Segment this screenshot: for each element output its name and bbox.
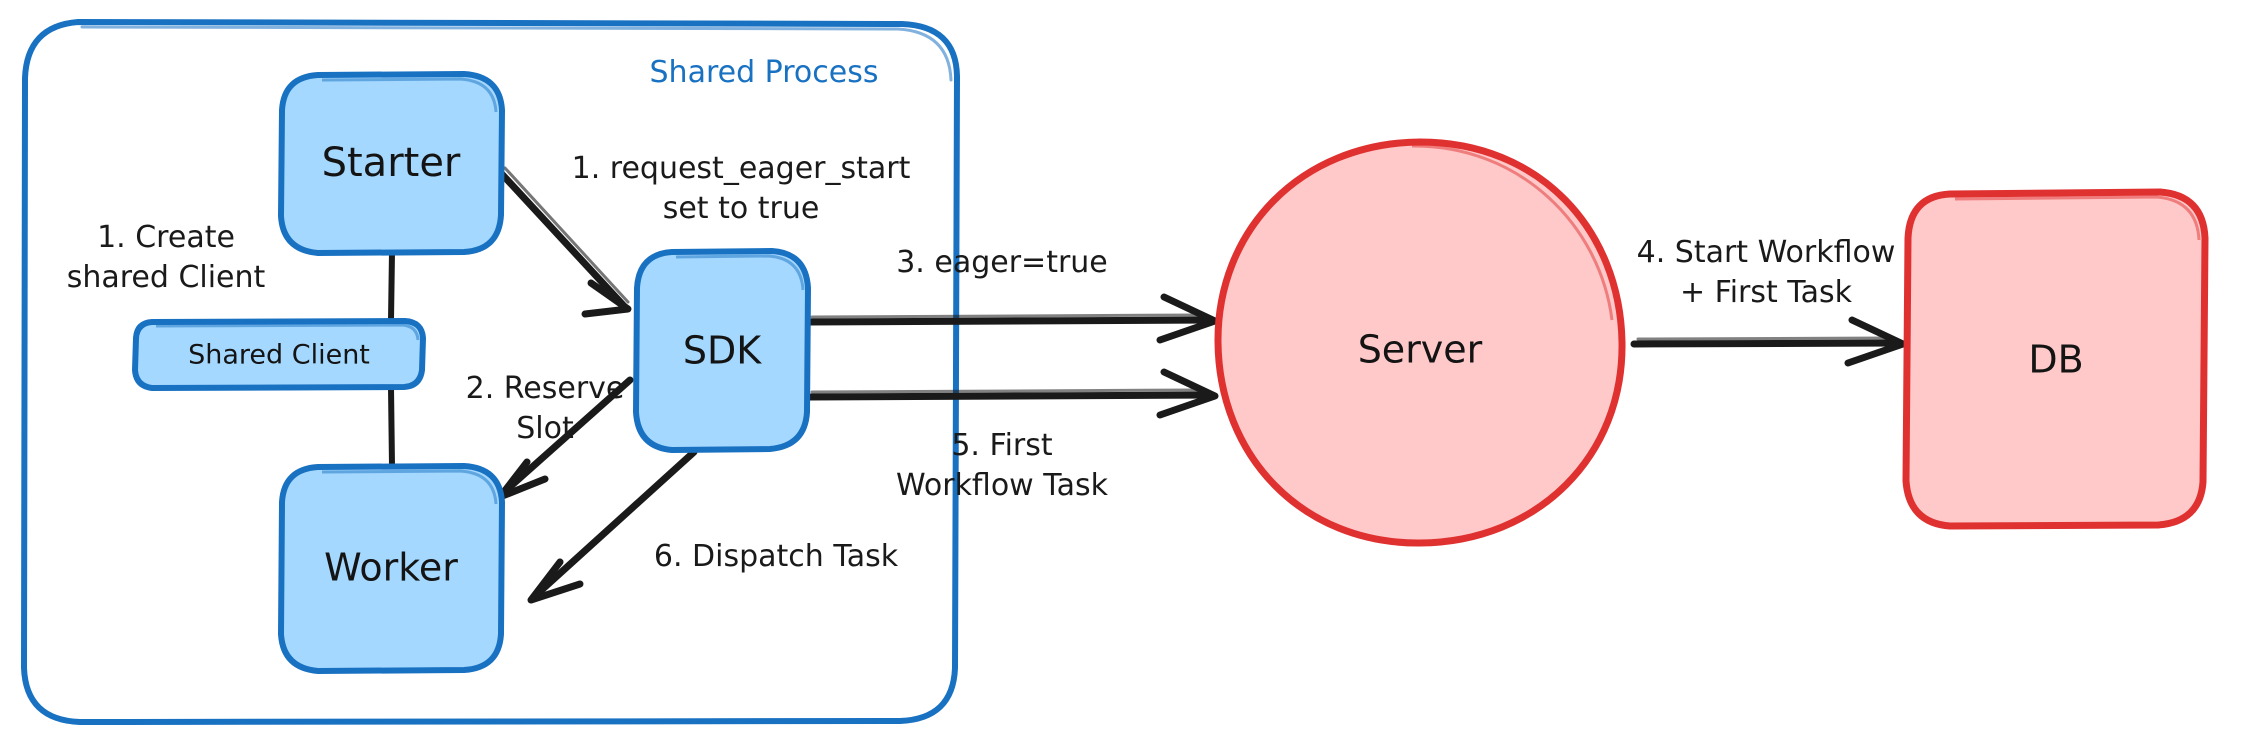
- edge-label-reserve-slot-line1: 2. Reserve: [466, 371, 625, 406]
- node-starter-label: Starter: [322, 140, 461, 186]
- shared-process-border-sketch: [80, 25, 953, 82]
- edge-label-reserve-slot-line2: Slot: [516, 411, 574, 446]
- node-db[interactable]: DB: [1902, 188, 2209, 530]
- shared-client-worker-connector: [388, 385, 395, 469]
- edge-label-start-workflow-line1: 4. Start Workflow: [1637, 235, 1896, 270]
- node-shared-client-label: Shared Client: [188, 340, 370, 371]
- edge-eager-true-line-sketch: [810, 313, 1202, 319]
- edge-label-create-shared-client-line2: shared Client: [67, 260, 266, 295]
- node-worker-shape: [278, 463, 505, 674]
- edge-eager-true-arrowhead: [1156, 293, 1219, 344]
- node-starter-shape: [278, 71, 505, 256]
- edge-request-eager-start-line: [496, 168, 628, 310]
- node-sdk-shape-sketch: [675, 254, 805, 291]
- edge-dispatch-task-line: [531, 448, 698, 600]
- edge-dispatch-task-arrowhead: [527, 558, 584, 604]
- edge-start-workflow-arrowhead: [1844, 316, 1907, 367]
- edge-label-dispatch-task: 6. Dispatch Task: [654, 539, 899, 574]
- edge-request-eager-start: [496, 166, 632, 318]
- node-starter[interactable]: Starter: [278, 71, 505, 256]
- node-worker-label: Worker: [324, 546, 458, 590]
- shared-process-label: Shared Process: [650, 55, 879, 90]
- starter-shared-client-connector: [388, 249, 395, 323]
- node-shared-client-shape: [132, 318, 426, 391]
- node-db-shape: [1902, 188, 2209, 530]
- edge-eager-true: [804, 293, 1219, 344]
- edge-start-workflow-line-sketch: [1636, 336, 1892, 341]
- edge-label-request-eager-start-line2: set to true: [663, 191, 820, 226]
- edge-label-request-eager-start-line1: 1. request_eager_start: [572, 151, 911, 186]
- edge-label-start-workflow-line2: + First Task: [1680, 275, 1853, 310]
- node-shared-client-shape-sketch: [155, 323, 420, 341]
- node-worker[interactable]: Worker: [278, 463, 505, 674]
- edge-first-workflow-task-line: [804, 391, 1216, 401]
- node-db-label: DB: [2028, 338, 2083, 382]
- node-server[interactable]: Server: [1214, 138, 1626, 547]
- node-server-shape: [1214, 138, 1626, 547]
- shared-process-border: [21, 19, 960, 725]
- shared-process-group: [21, 19, 960, 725]
- edge-start-workflow-line: [1630, 339, 1904, 348]
- node-shared-client[interactable]: Shared Client: [132, 318, 426, 391]
- node-sdk[interactable]: SDK: [633, 248, 811, 453]
- node-server-label: Server: [1358, 328, 1483, 372]
- edge-first-workflow-task: [804, 368, 1219, 419]
- edge-first-workflow-task-line-sketch: [810, 388, 1202, 394]
- node-starter-shape-sketch: [321, 77, 498, 113]
- edge-start-workflow-first-task: [1630, 316, 1907, 367]
- node-server-shape-sketch: [1411, 144, 1614, 321]
- edge-label-first-workflow-task-line1: 5. First: [951, 428, 1053, 463]
- edge-request-eager-start-line-sketch: [503, 166, 630, 304]
- edge-label-eager-true: 3. eager=true: [896, 245, 1108, 280]
- edge-first-workflow-task-arrowhead: [1156, 368, 1219, 419]
- edge-dispatch-task: [527, 448, 698, 604]
- edge-label-first-workflow-task-line2: Workflow Task: [896, 468, 1109, 503]
- node-db-shape-sketch: [1954, 195, 2201, 241]
- edge-label-create-shared-client-line1: 1. Create: [97, 220, 235, 255]
- edge-request-eager-start-arrowhead: [581, 279, 632, 318]
- node-sdk-shape: [633, 248, 811, 453]
- edge-reserve-slot-line: [499, 376, 634, 497]
- node-worker-shape-sketch: [321, 469, 498, 505]
- node-sdk-label: SDK: [683, 329, 762, 373]
- edge-eager-true-line: [804, 316, 1216, 326]
